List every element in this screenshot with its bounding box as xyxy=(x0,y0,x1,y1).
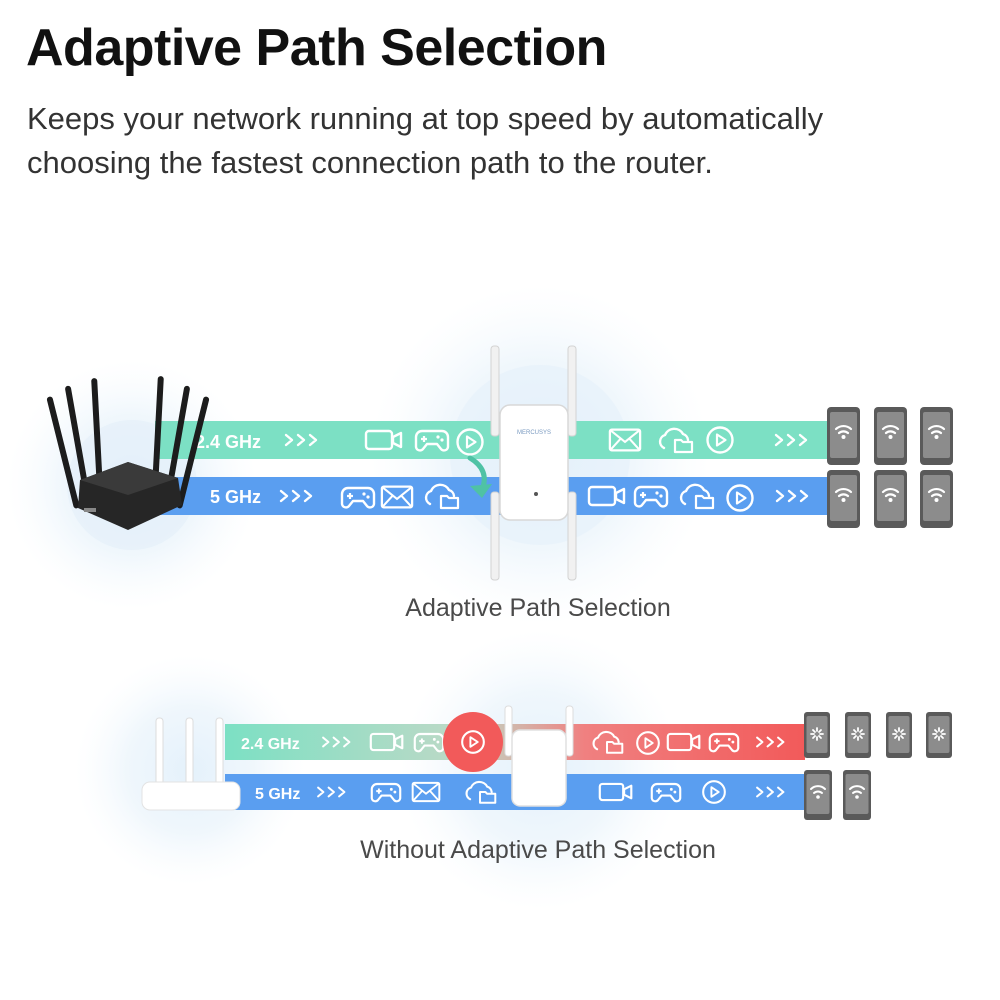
adaptive-diagram: 2.4 GHz 5 GHz xyxy=(46,345,953,581)
phone-wifi-icon xyxy=(874,407,907,465)
band-label-5ghz: 5 GHz xyxy=(210,487,261,507)
router-icon xyxy=(155,717,224,794)
phone-loading-icon xyxy=(804,712,830,758)
phone-loading-icon xyxy=(886,712,912,758)
band-label-5ghz: 5 GHz xyxy=(255,786,300,803)
extender-brand-label: MERCUSYS xyxy=(517,430,551,436)
caption-adaptive: Adaptive Path Selection xyxy=(405,594,671,622)
phone-wifi-icon xyxy=(827,470,860,528)
without-adaptive-diagram: 2.4 GHz 5 GHz xyxy=(141,705,952,820)
page-subtitle: Keeps your network running at top speed … xyxy=(27,101,824,180)
band-label-2-4ghz: 2.4 GHz xyxy=(195,432,261,452)
phone-wifi-icon xyxy=(920,470,953,528)
devices-row-2 xyxy=(804,770,871,820)
congestion-marker xyxy=(443,712,503,772)
band-label-2-4ghz: 2.4 GHz xyxy=(241,736,300,753)
phone-wifi-icon xyxy=(920,407,953,465)
phone-wifi-icon xyxy=(874,470,907,528)
devices-row-2 xyxy=(827,470,953,528)
range-extender-icon: MERCUSYS xyxy=(490,345,577,581)
devices-row-1-loading xyxy=(804,712,952,758)
phone-wifi-icon xyxy=(843,770,871,820)
phone-wifi-icon xyxy=(804,770,832,820)
caption-without-adaptive: Without Adaptive Path Selection xyxy=(360,836,716,864)
phone-loading-icon xyxy=(845,712,871,758)
router-icon xyxy=(46,376,210,530)
phone-wifi-icon xyxy=(827,407,860,465)
range-extender-icon xyxy=(504,705,574,807)
phone-loading-icon xyxy=(926,712,952,758)
devices-row-1 xyxy=(827,407,953,465)
page-title: Adaptive Path Selection xyxy=(26,19,607,77)
